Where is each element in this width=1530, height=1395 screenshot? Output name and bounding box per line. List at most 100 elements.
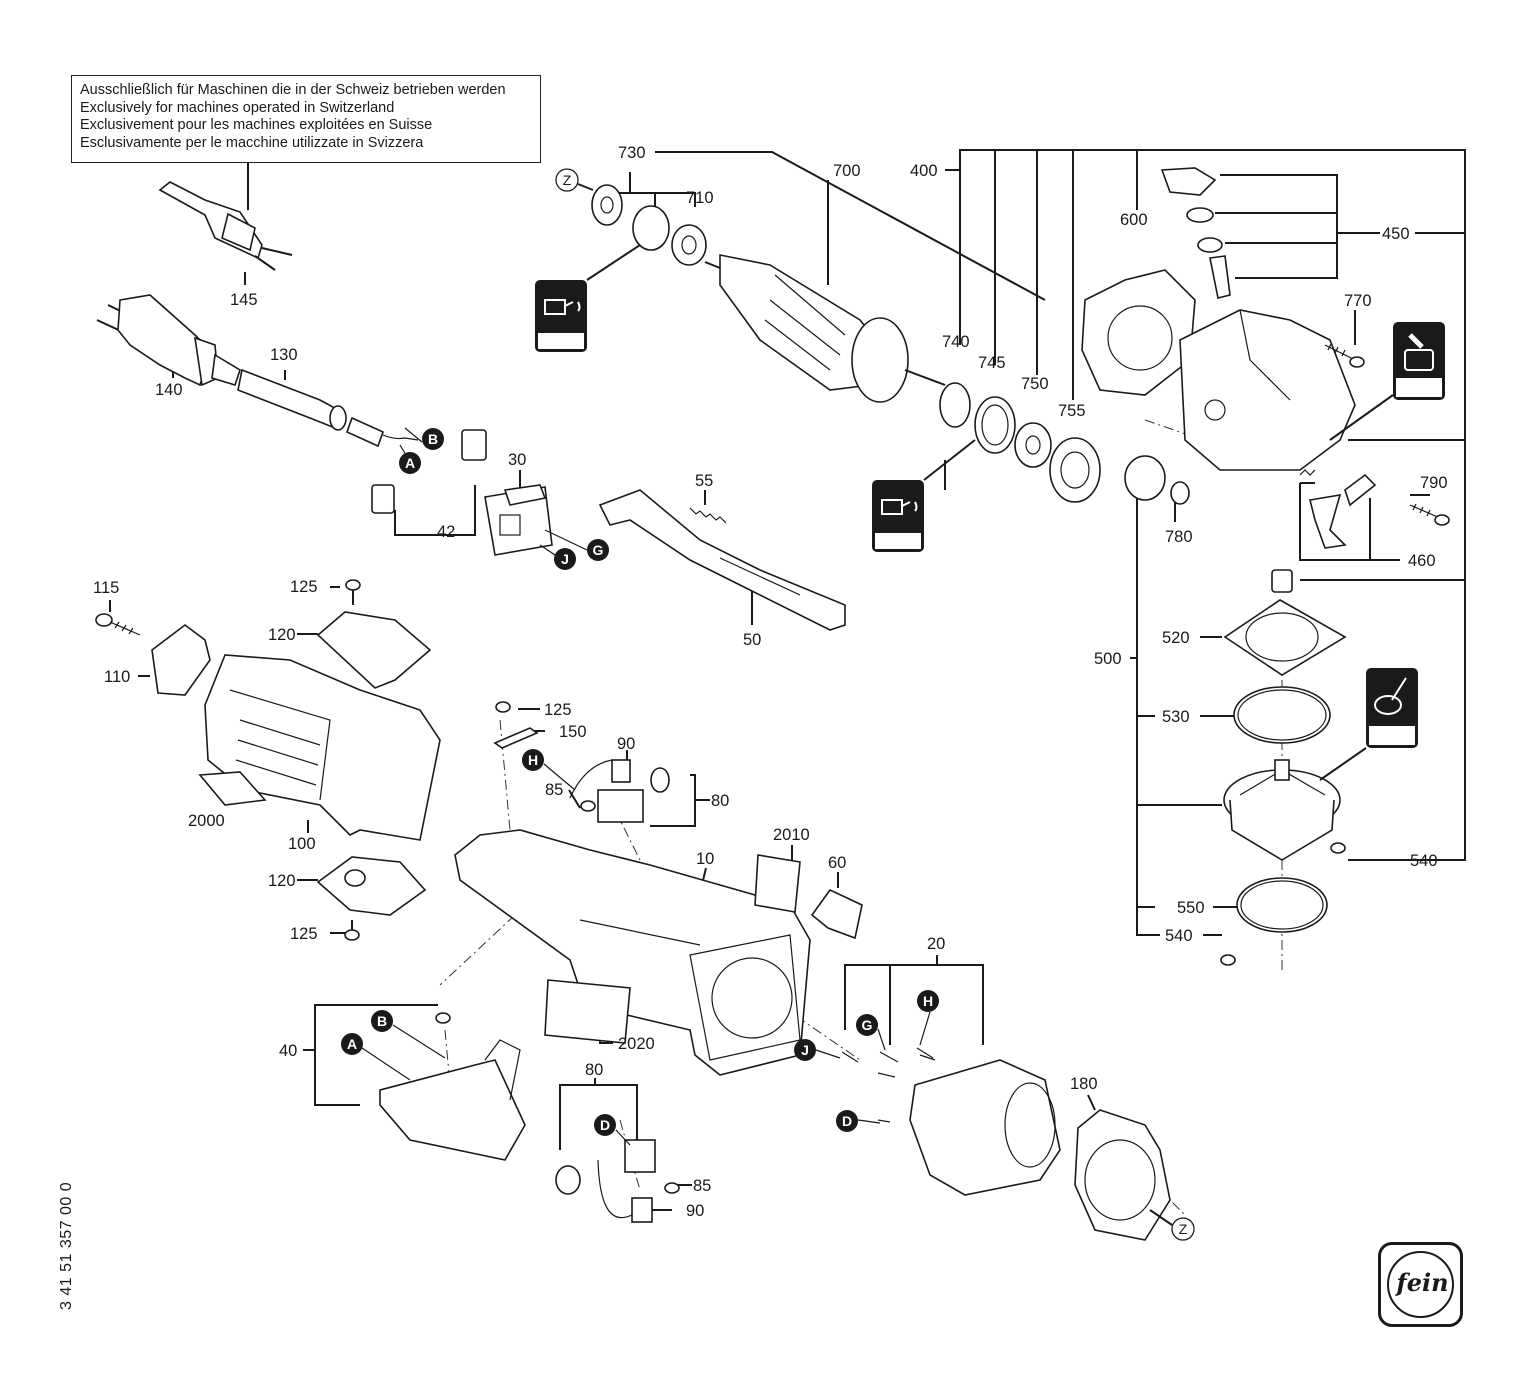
label-40: 40	[279, 1042, 297, 1060]
label-460: 460	[1408, 552, 1436, 570]
marker-h-stator: H	[923, 993, 933, 1009]
part-40-suppressor	[379, 1012, 526, 1161]
label-700: 700	[833, 162, 861, 180]
label-20: 20	[927, 935, 945, 953]
part-125-150-screw-clip	[493, 701, 539, 749]
label-2000: 2000	[188, 812, 225, 830]
marker-g-stator: G	[862, 1017, 873, 1033]
part-2010-label	[754, 854, 801, 913]
label-30: 30	[508, 451, 526, 469]
label-780: 780	[1165, 528, 1193, 546]
label-50: 50	[743, 631, 761, 649]
adhesive-icon-button	[1393, 322, 1445, 400]
fein-logo-text: fein	[1396, 1268, 1449, 1297]
label-80-bottom: 80	[585, 1061, 603, 1079]
part-pinion-780	[1124, 455, 1190, 505]
label-120-top: 120	[268, 626, 296, 644]
label-125-top: 125	[290, 578, 318, 596]
part-450-button-spring	[1160, 167, 1231, 299]
label-42: 42	[437, 523, 455, 541]
part-140-euro-plug-cable	[96, 294, 241, 387]
part-50-switch-rod	[598, 489, 846, 631]
label-10: 10	[696, 850, 714, 868]
part-770-screw	[1324, 343, 1365, 368]
label-120-bottom: 120	[268, 872, 296, 890]
part-20-stator	[841, 1047, 1061, 1196]
label-530: 530	[1162, 708, 1190, 726]
label-770: 770	[1344, 292, 1372, 310]
document-number: 3 41 51 357 00 0	[58, 1181, 75, 1310]
label-730: 730	[618, 144, 646, 162]
marker-h-brush: H	[528, 752, 538, 768]
part-130-cable-sleeve	[237, 368, 347, 431]
part-125-screw-bottom	[344, 920, 360, 941]
marker-g-switch: G	[593, 542, 604, 558]
part-125-screw-top	[345, 579, 361, 605]
part-cable-end	[345, 416, 419, 448]
label-100: 100	[288, 835, 316, 853]
marker-j-stator: J	[801, 1042, 809, 1058]
part-60-cover-plate	[810, 888, 863, 940]
notice-line-french: Exclusivement pour les machines exploité…	[80, 117, 433, 133]
part-42-terminals	[371, 429, 487, 514]
part-2020-label	[544, 979, 631, 1044]
label-60: 60	[828, 854, 846, 872]
label-85-bottom: 85	[693, 1177, 711, 1195]
label-180: 180	[1070, 1075, 1098, 1093]
label-550: 550	[1177, 899, 1205, 917]
part-180-baffle	[1074, 1109, 1171, 1241]
center-lines	[439, 419, 1291, 1216]
part-740-745-750-755-bearings	[939, 382, 1101, 503]
marker-b-suppressor: B	[377, 1013, 387, 1029]
marker-a-suppressor: A	[347, 1036, 357, 1052]
part-790-screw	[1409, 503, 1450, 526]
label-80-top: 80	[711, 792, 729, 810]
notice-line-english: Exclusively for machines operated in Swi…	[80, 99, 395, 116]
part-120-cover-top	[316, 611, 432, 689]
fein-logo: fein	[1378, 1242, 1463, 1327]
label-140: 140	[155, 381, 183, 399]
label-130: 130	[270, 346, 298, 364]
grease-icon-flange	[1366, 668, 1418, 748]
part-120-cover-bottom	[316, 856, 427, 916]
part-number-labels: 145 140 130 42 30 55 50 115 110 125 120 …	[93, 144, 1448, 1220]
part-80-85-90-brush-bottom	[555, 1139, 680, 1223]
part-110-end-cap	[151, 623, 211, 696]
label-600: 600	[1120, 211, 1148, 229]
label-115: 115	[93, 579, 119, 597]
connector-markers: B A G J H B A D H G J D Z Z	[341, 168, 1195, 1241]
part-90-85-80-brush-top	[569, 759, 670, 823]
label-90-top: 90	[617, 735, 635, 753]
label-450: 450	[1382, 225, 1410, 243]
label-85-top: 85	[545, 781, 563, 799]
label-400: 400	[910, 162, 938, 180]
part-500-flange-assembly	[1220, 569, 1347, 966]
notice-line-german: Ausschließlich für Maschinen die in der …	[80, 82, 506, 98]
part-700-armature	[704, 254, 946, 403]
label-125-mid: 125	[544, 701, 572, 719]
fein-logo-circle: fein	[1387, 1251, 1454, 1318]
marker-j-switch: J	[561, 551, 569, 567]
label-520: 520	[1162, 629, 1190, 647]
part-30-switch	[484, 484, 553, 556]
label-710: 710	[686, 189, 714, 207]
part-730-710-bearings	[591, 184, 707, 266]
label-740: 740	[942, 333, 970, 351]
marker-a-cable: A	[405, 455, 415, 471]
grease-icon-bearing	[872, 480, 924, 552]
part-55-spring	[689, 507, 727, 524]
part-115-screw	[95, 613, 141, 636]
label-790: 790	[1420, 474, 1448, 492]
marker-b-cable: B	[428, 431, 438, 447]
label-145: 145	[230, 291, 258, 309]
label-540-right: 540	[1410, 852, 1438, 870]
label-90-bottom: 90	[686, 1202, 704, 1220]
label-500: 500	[1094, 650, 1122, 668]
label-110: 110	[104, 668, 130, 686]
label-125-bottom: 125	[290, 925, 318, 943]
marker-z-baffle: Z	[1179, 1221, 1188, 1237]
label-2020: 2020	[618, 1035, 655, 1053]
switzerland-notice-box: Ausschließlich für Maschinen die in der …	[71, 75, 541, 163]
leader-lines	[109, 149, 1466, 1211]
